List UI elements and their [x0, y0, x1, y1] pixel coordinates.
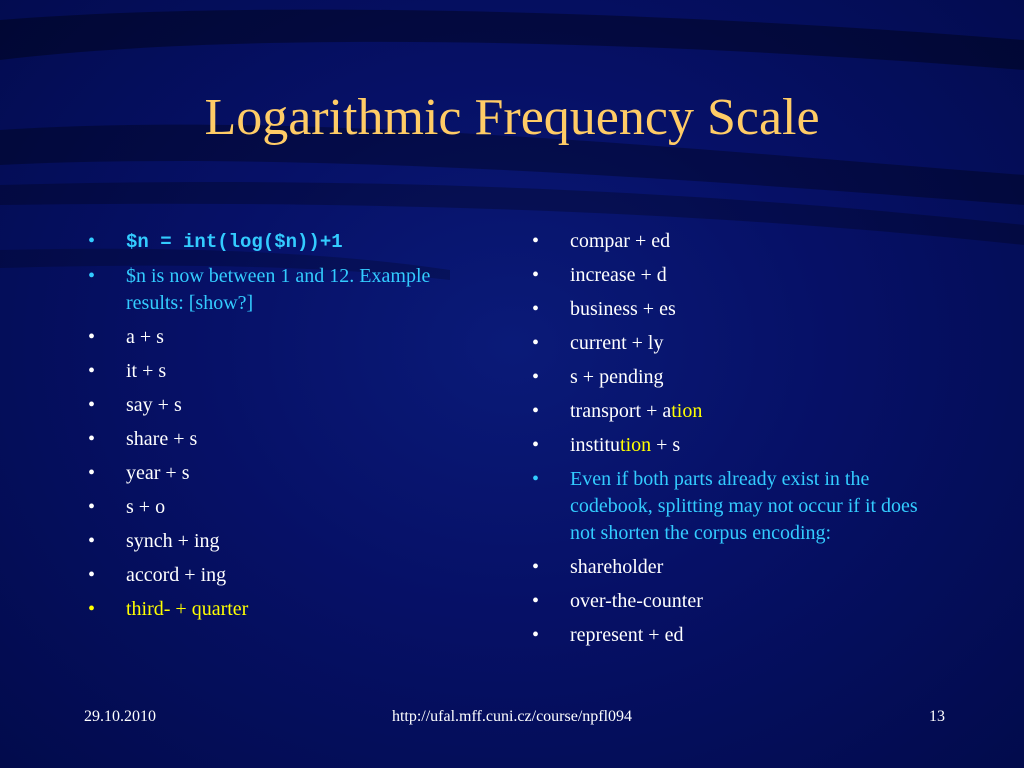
bullet-glyph: • — [532, 298, 540, 320]
page-number: 13 — [929, 708, 945, 725]
bullet-glyph: • — [532, 332, 540, 354]
bullet-glyph: • — [532, 434, 540, 456]
bullet-glyph: • — [88, 265, 96, 287]
bullet-glyph: • — [532, 230, 540, 252]
list-item: • accord + ing — [88, 562, 488, 589]
list-item: • year + s — [88, 460, 488, 487]
bullet-text: shareholder — [570, 556, 664, 578]
bullet-glyph: • — [88, 496, 96, 518]
footer-url: http://ufal.mff.cuni.cz/course/npfl094 — [391, 708, 633, 725]
bullet-glyph: • — [88, 598, 96, 620]
footer-date: 29.10.2010 — [84, 708, 156, 725]
bullet-glyph: • — [88, 394, 96, 416]
bullet-glyph: • — [532, 264, 540, 286]
list-item: • say + s — [88, 392, 488, 419]
list-item: • s + o — [88, 494, 488, 521]
list-item: • s + pending — [532, 364, 932, 391]
bullet-text: $n = int(log($n))+1 — [126, 231, 343, 253]
list-item: • $n = int(log($n))+1 — [88, 228, 488, 256]
list-item: • Even if both parts already exist in th… — [532, 466, 932, 547]
bullet-text: business + es — [570, 298, 676, 320]
bullet-text: it + s — [126, 360, 167, 382]
list-item: • over-the-counter — [532, 588, 932, 615]
bullet-glyph: • — [88, 230, 96, 252]
list-item: • institution + s — [532, 432, 932, 459]
bullet-text: third- + quarter — [126, 598, 249, 620]
list-item: • compar + ed — [532, 228, 932, 255]
bullet-glyph: • — [532, 468, 540, 490]
bullet-glyph: • — [532, 590, 540, 612]
list-item: • business + es — [532, 296, 932, 323]
bullet-glyph: • — [88, 462, 96, 484]
bullet-text: s + pending — [570, 366, 664, 388]
bullet-text: a + s — [126, 326, 164, 348]
bullet-text-highlight: tion — [620, 434, 652, 456]
bullet-text: represent + ed — [570, 624, 684, 646]
bullet-glyph: • — [88, 564, 96, 586]
list-item: • synch + ing — [88, 528, 488, 555]
bullet-text-part: institu — [570, 434, 621, 456]
bullet-text-part: transport + a — [570, 400, 672, 422]
bullet-text: $n is now between 1 and 12. Example resu… — [126, 265, 431, 314]
slide-title: Logarithmic Frequency Scale — [204, 89, 820, 146]
bullet-text: share + s — [126, 428, 198, 450]
list-item: • it + s — [88, 358, 488, 385]
bullet-glyph: • — [532, 556, 540, 578]
bullet-glyph: • — [532, 624, 540, 646]
bullet-text: say + s — [126, 394, 182, 416]
bullet-text: current + ly — [570, 332, 664, 354]
bullet-glyph: • — [88, 428, 96, 450]
bullet-text: over-the-counter — [570, 590, 703, 612]
left-bullet-list: • $n = int(log($n))+1 • $n is now betwee… — [88, 228, 488, 630]
bullet-text: year + s — [126, 462, 190, 484]
bullet-glyph: • — [88, 326, 96, 348]
right-bullet-list: • compar + ed • increase + d • business … — [532, 228, 932, 656]
bullet-glyph: • — [532, 400, 540, 422]
list-item: • represent + ed — [532, 622, 932, 649]
bullet-text: synch + ing — [126, 530, 220, 552]
bullet-text: accord + ing — [126, 564, 227, 586]
list-item: • a + s — [88, 324, 488, 351]
list-item: • increase + d — [532, 262, 932, 289]
bullet-glyph: • — [532, 366, 540, 388]
bullet-text: s + o — [126, 496, 166, 518]
bullet-text: compar + ed — [570, 230, 671, 252]
list-item: • shareholder — [532, 554, 932, 581]
list-item: • share + s — [88, 426, 488, 453]
bullet-text-highlight: tion — [671, 400, 703, 422]
bullet-text: Even if both parts already exist in the … — [570, 468, 918, 544]
list-item: • current + ly — [532, 330, 932, 357]
list-item: • $n is now between 1 and 12. Example re… — [88, 263, 488, 317]
list-item: • transport + ation — [532, 398, 932, 425]
bullet-glyph: • — [88, 530, 96, 552]
bullet-glyph: • — [88, 360, 96, 382]
bullet-text: increase + d — [570, 264, 667, 286]
list-item: • third- + quarter — [88, 596, 488, 623]
bullet-text-part: + s — [651, 434, 681, 456]
